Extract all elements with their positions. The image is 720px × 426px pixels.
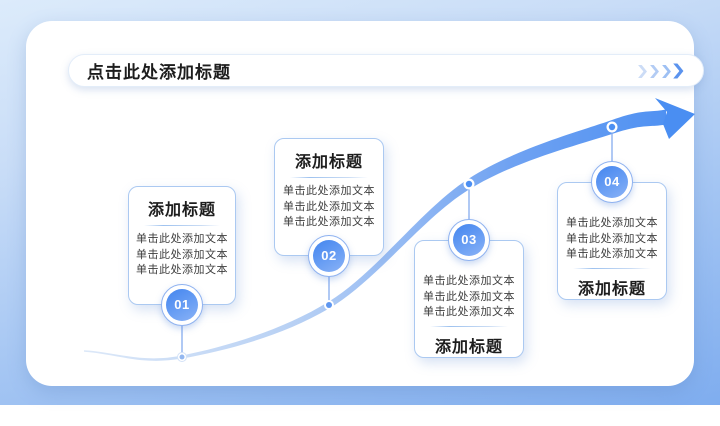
step-text-line[interactable]: 单击此处添加文本 xyxy=(566,232,658,245)
slide-title-placeholder[interactable]: 点击此处添加标题 xyxy=(87,63,231,82)
title-bar[interactable]: 点击此处添加标题 ❯ ❯ ❯ ❯ xyxy=(68,54,704,87)
step-number-badge: 03 xyxy=(448,219,490,261)
step-number-badge: 01 xyxy=(161,284,203,326)
slide-background: 点击此处添加标题 ❯ ❯ ❯ ❯ xyxy=(0,0,720,405)
step-text-line[interactable]: 单击此处添加文本 xyxy=(566,217,658,229)
step-title-placeholder[interactable]: 添加标题 xyxy=(577,280,646,298)
step-text-line[interactable]: 单击此处添加文本 xyxy=(283,200,375,213)
step-text-line[interactable]: 单击此处添加文本 xyxy=(566,248,658,260)
step-number-badge: 04 xyxy=(591,161,633,203)
step-number: 01 xyxy=(166,289,198,321)
slide-canvas: 点击此处添加标题 ❯ ❯ ❯ ❯ xyxy=(26,21,704,386)
step-text-line[interactable]: 单击此处添加文本 xyxy=(423,306,515,318)
divider xyxy=(290,177,368,178)
step-text-line[interactable]: 单击此处添加文本 xyxy=(423,290,515,303)
chevron-decoration: ❯ ❯ ❯ ❯ xyxy=(635,62,687,79)
step-title-placeholder[interactable]: 添加标题 xyxy=(434,338,503,356)
step-text-line[interactable]: 单击此处添加文本 xyxy=(423,275,515,287)
curve-body xyxy=(84,109,666,361)
step-card[interactable]: 单击此处添加文本 单击此处添加文本 单击此处添加文本 添加标题 xyxy=(557,182,667,300)
step-number-badge: 02 xyxy=(308,235,350,277)
step-text-line[interactable]: 单击此处添加文本 xyxy=(283,216,375,228)
curve-dot xyxy=(463,178,475,190)
curve-dot xyxy=(324,300,334,310)
step-number: 03 xyxy=(453,224,485,256)
step-title-placeholder[interactable]: 添加标题 xyxy=(147,202,216,219)
curve-dot xyxy=(606,121,618,133)
step-text-line[interactable]: 单击此处添加文本 xyxy=(136,248,228,261)
step-text-line[interactable]: 单击此处添加文本 xyxy=(283,185,375,197)
step-title-placeholder[interactable]: 添加标题 xyxy=(294,154,363,171)
step-text-line[interactable]: 单击此处添加文本 xyxy=(136,233,228,245)
chevron-right-icon: ❯ xyxy=(670,62,687,79)
divider xyxy=(573,267,651,269)
arrowhead-icon xyxy=(655,98,695,139)
step-text-line[interactable]: 单击此处添加文本 xyxy=(136,264,228,276)
chevron-right-icon: ❯ xyxy=(635,63,649,78)
step-number: 02 xyxy=(313,240,345,272)
curve-dot xyxy=(177,352,187,362)
divider xyxy=(430,325,508,327)
chevron-right-icon: ❯ xyxy=(647,63,661,78)
step-number: 04 xyxy=(596,166,628,198)
chevron-right-icon: ❯ xyxy=(659,63,673,78)
divider xyxy=(143,225,221,226)
growth-arrow-curve xyxy=(84,98,695,362)
